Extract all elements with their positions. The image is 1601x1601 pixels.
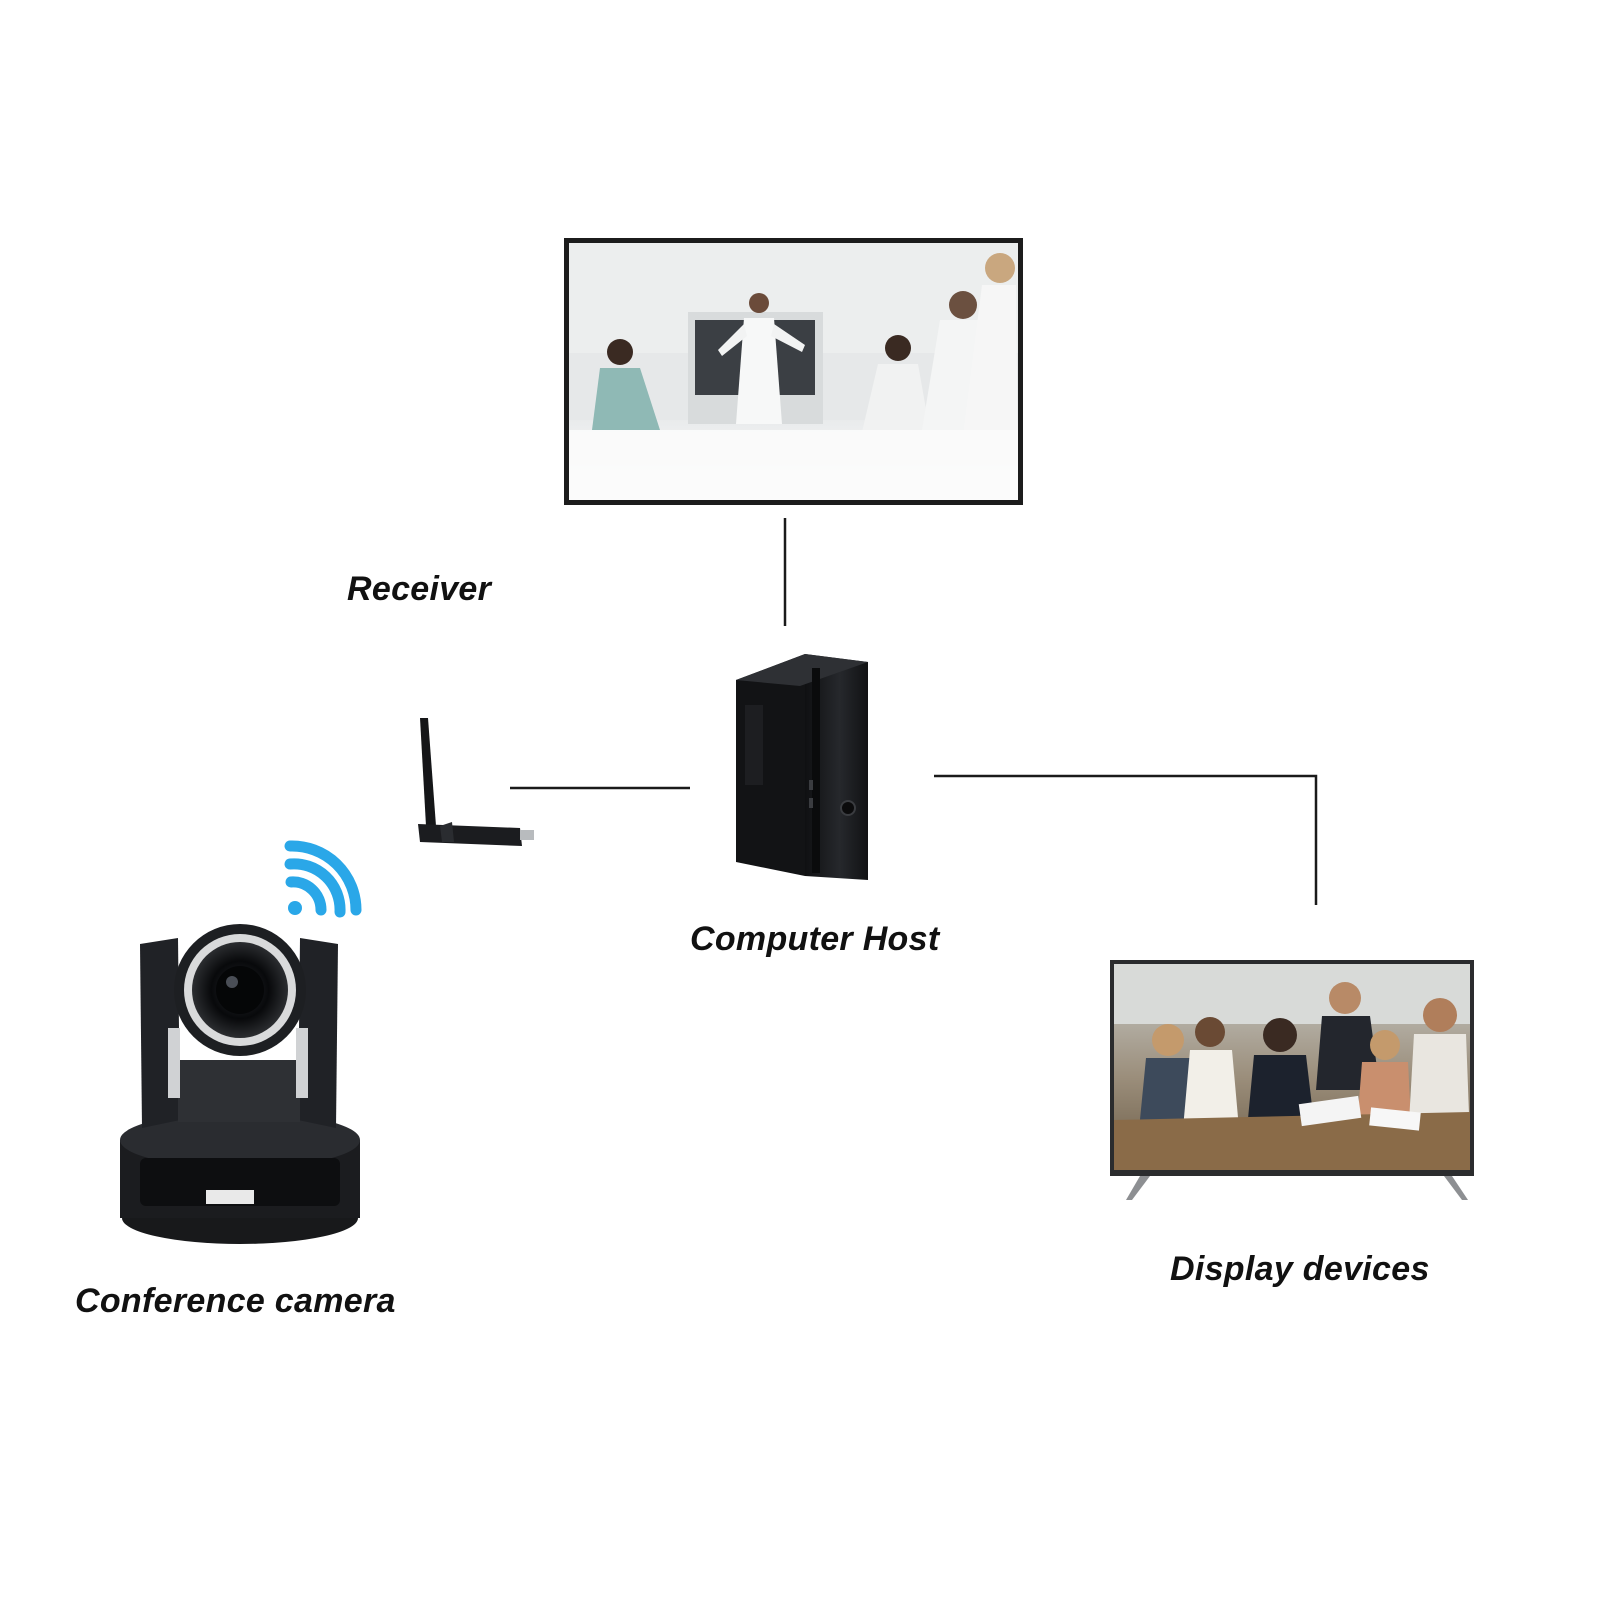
wifi-signal-icon: [284, 840, 362, 918]
display-devices-label: Display devices: [1170, 1250, 1430, 1288]
ptz-camera-icon: [120, 924, 360, 1244]
presentation-screen-icon: [564, 238, 1023, 505]
usb-antenna-receiver-icon: [418, 718, 534, 846]
receiver-label: Receiver: [347, 570, 492, 608]
connection-lines: [510, 518, 1318, 905]
tv-display-icon: [1110, 960, 1474, 1200]
computer-host-label: Computer Host: [690, 920, 940, 958]
line-host-to-display-devices: [934, 774, 1318, 905]
desktop-tower-icon: [736, 654, 868, 880]
conference-camera-label: Conference camera: [75, 1282, 396, 1320]
